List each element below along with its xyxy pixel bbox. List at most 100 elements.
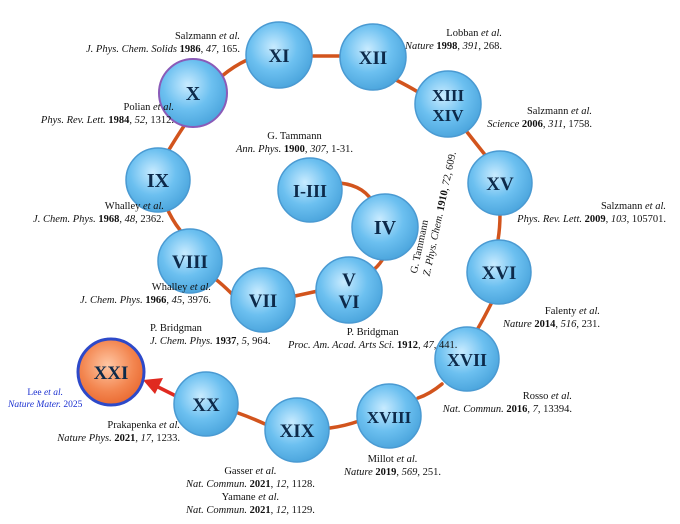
node-viii-label: VIII <box>172 252 208 273</box>
node-xx-label: XX <box>192 395 220 416</box>
ref-whalley-1968-volume: 48 <box>124 214 136 225</box>
ref-falenty-2014-pages: 231. <box>581 319 600 330</box>
ref-falenty-2014-authors: Falenty <box>544 306 577 317</box>
node-xv: XV <box>467 150 533 216</box>
ref-yamane-2021-authors: Yamane <box>221 492 256 503</box>
ref-polian-1984-journal: Phys. Rev. Lett. <box>40 115 106 126</box>
ref-bridgman-1912: P. Bridgman Proc. Am. Acad. Arts Sci. 19… <box>288 327 458 351</box>
node-xxi: XXI <box>76 337 146 407</box>
ref-gasser-2021-etal: et al. <box>255 466 277 477</box>
ref-whalley-1968-year: 1968 <box>98 214 120 225</box>
node-iv: IV <box>351 193 419 261</box>
ref-gasser-2021-pages: 1128. <box>291 479 315 490</box>
node-xxi-label: XXI <box>94 363 129 384</box>
ref-millot-2019-year: 2019 <box>375 467 397 478</box>
ref-yamane-2021-etal: et al. <box>258 492 280 503</box>
ref-lee-2025-authors: Lee <box>27 388 42 398</box>
ref-tammann-1900-volume: 307 <box>310 144 326 155</box>
ref-lobban-1998-volume: 391 <box>462 41 479 52</box>
ref-prakapenka-2021: Prakapenka et al. Nature Phys. 2021, 17,… <box>57 420 180 444</box>
ref-millot-2019-etal: et al. <box>396 454 418 465</box>
ref-lobban-1998-etal: et al. <box>481 28 502 39</box>
ref-bridgman-1912-journal: Proc. Am. Acad. Arts Sci. <box>288 340 395 351</box>
ref-whalley-1966-authors: Whalley <box>151 282 188 293</box>
connector-xvi-xvii <box>475 300 494 332</box>
ref-salzmann-2006-journal: Science <box>487 119 520 130</box>
ref-salzmann-2006-volume: 311 <box>548 119 564 130</box>
ref-lobban-1998-authors: Lobban <box>446 28 479 39</box>
ref-salzmann-1986-journal: J. Phys. Chem. Solids <box>86 44 177 55</box>
node-ix: IX <box>125 147 191 213</box>
node-xviii-label: XVIII <box>367 408 412 427</box>
connector-xiii-xv <box>465 130 488 158</box>
connector-xii-xiii <box>394 78 420 94</box>
ref-polian-1984-year: 1984 <box>108 115 130 126</box>
ref-tammann-1910-volume: 72 <box>440 173 454 187</box>
ref-yamane-2021-volume: 12 <box>275 505 287 516</box>
ref-whalley-1966-year: 1966 <box>145 295 167 306</box>
ref-bridgman-1937-pages: 964. <box>252 336 271 347</box>
node-i-iii: I-III <box>277 157 343 223</box>
ref-polian-1984-pages: 1312. <box>150 115 174 126</box>
ref-salzmann-1986-pages: 165. <box>221 44 240 55</box>
connector-xix-xx <box>236 411 267 426</box>
ref-millot-2019-journal: Nature <box>344 467 373 478</box>
ref-polian-1984-volume: 52 <box>134 115 146 126</box>
node-xii-label: XII <box>359 48 388 69</box>
node-xx: XX <box>173 371 239 437</box>
node-xviii: XVIII <box>356 383 422 449</box>
ref-polian-1984: Polian et al. Phys. Rev. Lett. 1984, 52,… <box>40 102 174 126</box>
ref-salzmann-1986-year: 1986 <box>179 44 201 55</box>
ref-prakapenka-2021-pages: 1233. <box>156 433 180 444</box>
ref-yamane-2021-journal: Nat. Commun. <box>186 505 247 516</box>
ref-falenty-2014-volume: 516 <box>560 319 577 330</box>
ref-whalley-1968-pages: 2362. <box>140 214 164 225</box>
node-xi-label: XI <box>268 46 289 67</box>
ref-falenty-2014-year: 2014 <box>534 319 556 330</box>
ref-salzmann-2006-etal: et al. <box>571 106 592 117</box>
ref-tammann-1900-year: 1900 <box>283 144 305 155</box>
node-xiii-label: XIII <box>432 86 465 105</box>
ref-bridgman-1912-year: 1912 <box>396 340 418 351</box>
ref-lobban-1998-pages: 268. <box>483 41 502 52</box>
ref-millot-2019-volume: 569 <box>401 467 418 478</box>
ref-prakapenka-2021-authors: Prakapenka <box>107 420 157 431</box>
ref-salzmann-2006-authors: Salzmann <box>526 106 569 117</box>
ref-whalley-1968: Whalley et al. J. Chem. Phys. 1968, 48, … <box>33 201 164 225</box>
ref-rosso-2016-etal: et al. <box>551 391 572 402</box>
ref-rosso-2016-year: 2016 <box>506 404 528 415</box>
connector-xviii-xix <box>328 419 361 430</box>
ref-salzmann-2009: Salzmann et al. Phys. Rev. Lett. 2009, 1… <box>517 201 666 225</box>
ref-rosso-2016-journal: Nat. Commun. <box>442 404 504 415</box>
ref-bridgman-1912-authors: P. Bridgman <box>346 327 399 338</box>
node-xiv-label: XIV <box>432 106 464 125</box>
ref-whalley-1968-journal: J. Chem. Phys. <box>33 214 96 225</box>
ref-lee-2025: Lee et al. Nature Mater. 2025 <box>8 387 82 411</box>
node-xvi-label: XVI <box>482 263 517 284</box>
ref-tammann-1900-journal: Ann. Phys. <box>236 144 282 155</box>
ref-bridgman-1912-volume: 47 <box>423 340 434 351</box>
ref-salzmann-1986-volume: 47 <box>205 44 217 55</box>
ref-salzmann-2006-pages: 1758. <box>568 119 592 130</box>
node-v-vi: V VI <box>315 256 383 324</box>
ref-prakapenka-2021-year: 2021 <box>114 433 136 444</box>
ref-prakapenka-2021-journal: Nature Phys. <box>57 433 112 444</box>
ref-rosso-2016: Rosso et al. Nat. Commun. 2016, 7, 13394… <box>442 391 572 415</box>
connector-x-xi <box>220 58 249 78</box>
ref-salzmann-2009-journal: Phys. Rev. Lett. <box>517 214 582 225</box>
node-i-iii-label: I-III <box>293 181 327 201</box>
ref-gasser-2021-authors: Gasser <box>224 466 253 477</box>
ref-salzmann-1986: Salzmann et al. J. Phys. Chem. Solids 19… <box>86 31 240 55</box>
ref-gasser-2021-year: 2021 <box>249 479 271 490</box>
node-xvi: XVI <box>466 239 532 305</box>
ref-tammann-1900-pages: 1-31. <box>331 144 353 155</box>
node-vi-label: VI <box>338 292 359 313</box>
connector-vii-viii <box>212 276 234 296</box>
node-x-label: X <box>186 83 201 105</box>
connector-vvi-vii <box>293 289 320 298</box>
ref-bridgman-1937-year: 1937 <box>215 336 237 347</box>
ref-millot-2019-authors: Millot <box>367 454 394 465</box>
ref-rosso-2016-volume: 7 <box>532 404 538 415</box>
ref-gasser-2021-volume: 12 <box>275 479 287 490</box>
ref-bridgman-1937-journal: J. Chem. Phys. <box>150 336 213 347</box>
